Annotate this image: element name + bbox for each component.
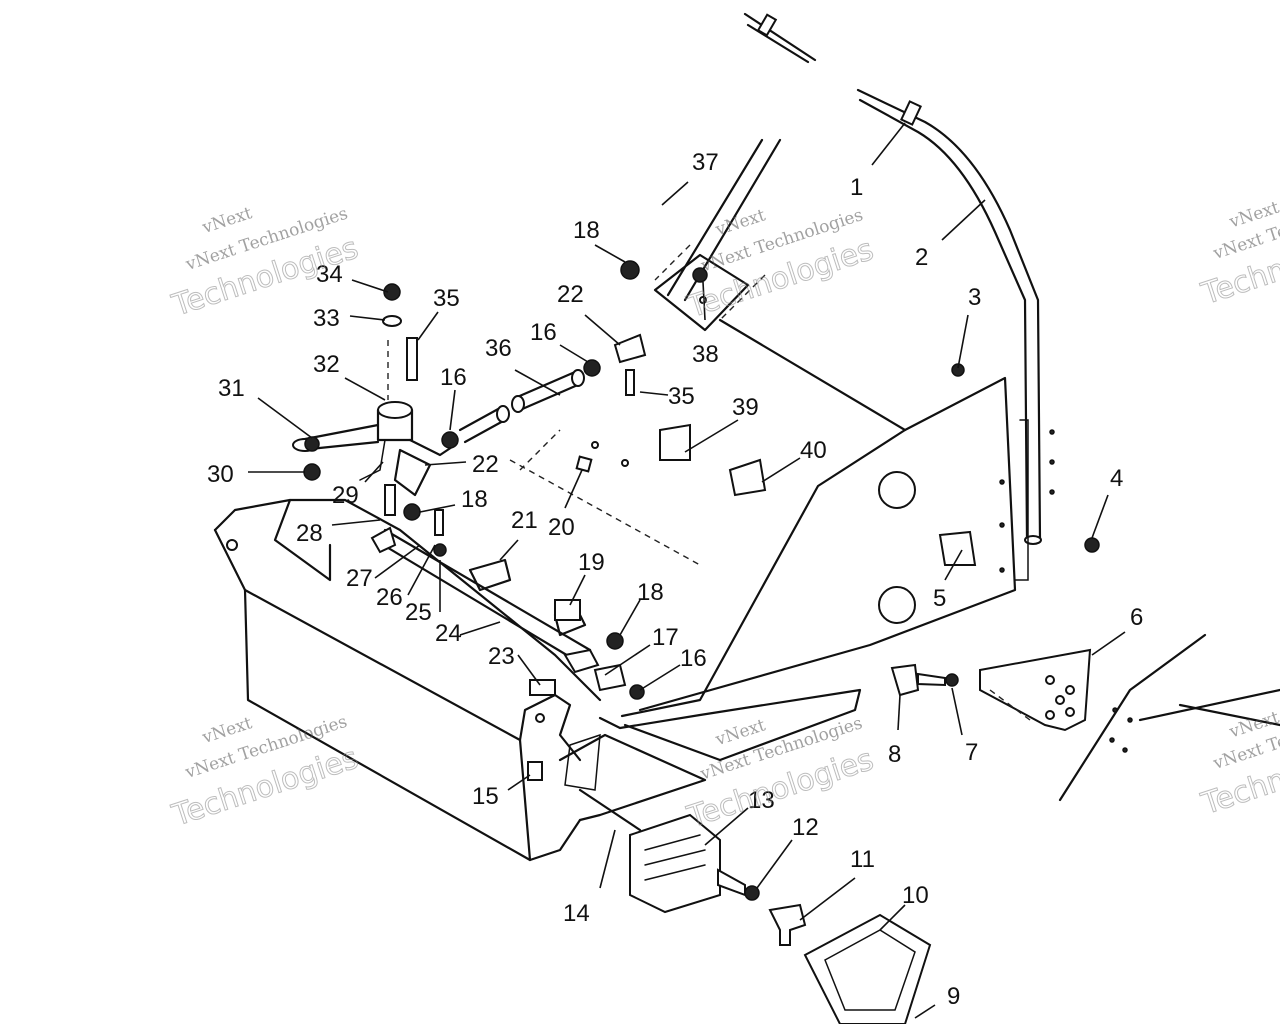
callout-labels: 1 2 3 4 5 6 7 8 9 10 11 12 13 14 15 16 1… xyxy=(207,149,1143,1010)
callout-24: 24 xyxy=(435,620,462,647)
callout-3: 3 xyxy=(968,284,981,311)
callout-36: 36 xyxy=(485,335,512,362)
callout-4: 4 xyxy=(1110,465,1123,492)
callout-6: 6 xyxy=(1130,604,1143,631)
callout-20: 20 xyxy=(548,514,575,541)
steering-gearbox xyxy=(578,788,932,1024)
callout-17: 17 xyxy=(652,624,679,651)
callout-18c: 18 xyxy=(637,579,664,606)
callout-19: 19 xyxy=(578,549,605,576)
callout-30: 30 xyxy=(207,461,234,488)
callout-2: 2 xyxy=(915,244,928,271)
sleeve-rods xyxy=(458,369,701,566)
callout-31: 31 xyxy=(218,375,245,402)
callout-15: 15 xyxy=(472,783,499,810)
callout-5: 5 xyxy=(933,585,946,612)
callout-1: 1 xyxy=(850,174,863,201)
bumper-frame xyxy=(213,498,707,862)
callout-14: 14 xyxy=(563,900,590,927)
hardware xyxy=(303,260,1100,781)
callout-27: 27 xyxy=(346,565,373,592)
callout-26: 26 xyxy=(376,584,403,611)
callout-18b: 18 xyxy=(461,486,488,513)
callout-35b: 35 xyxy=(668,383,695,410)
callout-28: 28 xyxy=(296,520,323,547)
callout-12: 12 xyxy=(792,814,819,841)
callout-9: 9 xyxy=(947,983,960,1010)
callout-23: 23 xyxy=(488,643,515,670)
handlebar-tube xyxy=(743,12,1055,545)
watermark-top-left: vNext vNext Technologies Technologies xyxy=(167,203,363,324)
callout-8: 8 xyxy=(888,741,901,768)
leader-lines xyxy=(248,122,1126,1019)
callout-7: 7 xyxy=(965,739,978,766)
callout-32: 32 xyxy=(313,351,340,378)
frame-plate xyxy=(598,318,1029,762)
callout-16d: 16 xyxy=(680,645,707,672)
callout-25: 25 xyxy=(405,599,432,626)
callout-11: 11 xyxy=(850,846,875,873)
watermark-bottom-left: vNext vNext Technologies Technologies xyxy=(167,712,363,835)
steering-column xyxy=(653,138,782,332)
callout-16b: 16 xyxy=(530,319,557,346)
callout-38: 38 xyxy=(692,341,719,368)
callout-33: 33 xyxy=(313,305,340,332)
callout-13: 13 xyxy=(748,787,775,814)
callout-21: 21 xyxy=(511,507,538,534)
callout-34: 34 xyxy=(316,261,343,288)
svg-text:vNext: vNext xyxy=(712,205,768,240)
tie-rod xyxy=(370,526,600,674)
callout-22a: 22 xyxy=(557,281,584,308)
svg-text:vNext: vNext xyxy=(199,203,255,238)
side-bracket xyxy=(890,633,1280,802)
callout-16a: 16 xyxy=(440,364,467,391)
callout-29: 29 xyxy=(332,482,359,509)
callout-39: 39 xyxy=(732,394,759,421)
callout-37: 37 xyxy=(692,149,719,176)
callout-22b: 22 xyxy=(472,451,499,478)
callout-10: 10 xyxy=(902,882,929,909)
watermark-top-center: vNext vNext Technologies Technologies xyxy=(682,205,878,326)
callout-40: 40 xyxy=(800,437,827,464)
callout-35a: 35 xyxy=(433,285,460,312)
callout-18a: 18 xyxy=(573,217,600,244)
watermark-top-right: vNext vNext Technologies Technologies xyxy=(1196,193,1280,313)
